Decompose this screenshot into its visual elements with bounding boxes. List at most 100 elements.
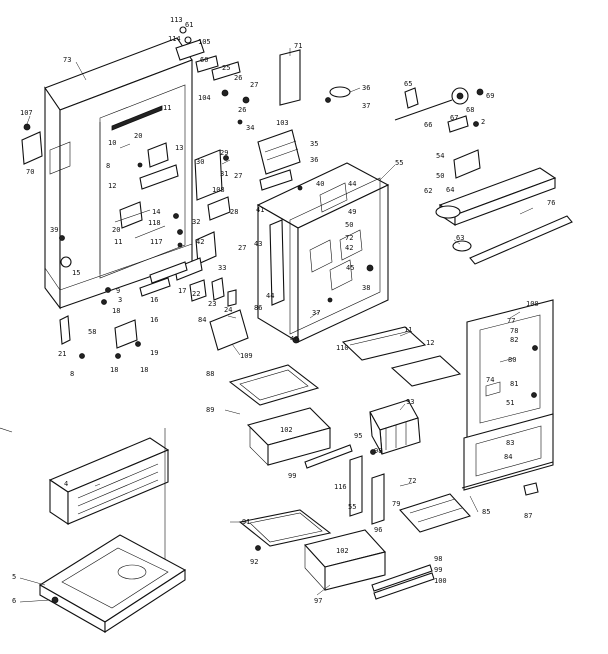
callout-label: 99 [288, 472, 296, 480]
callout-label: 20 [134, 132, 142, 140]
callout-label: 13 [175, 144, 183, 152]
callout-label: 25 [222, 64, 230, 72]
leader-lines [19, 48, 534, 603]
callout-label: 18 [140, 366, 148, 374]
callout-label: 84 [504, 453, 512, 461]
callout-label: 11 [404, 326, 412, 334]
callout-label: 77 [507, 317, 515, 325]
callout-label: 54 [436, 152, 444, 160]
callout-label: 14 [152, 208, 160, 216]
callout-label: 55 [348, 503, 356, 511]
ice-tray-assembly [435, 149, 573, 265]
callout-label: 40 [316, 180, 324, 188]
callout-label: 8 [106, 162, 110, 170]
callout-label: 64 [446, 186, 454, 194]
break-line-corner [0, 427, 13, 433]
callout-label: 21 [58, 350, 66, 358]
hinge-bracket-left [21, 123, 43, 165]
callout-label: 27 [234, 172, 242, 180]
callout-label: 102 [280, 426, 293, 434]
callout-label: 45 [346, 264, 354, 272]
callout-label: 107 [20, 109, 33, 117]
callout-label: 18 [112, 307, 120, 315]
callout-label: 60 [200, 56, 208, 64]
callout-label: 51 [506, 399, 514, 407]
top-hinge-assembly [175, 26, 250, 104]
callout-label: 41 [256, 206, 264, 214]
callout-label: 108 [212, 186, 225, 194]
callout-label: 36 [362, 84, 370, 92]
callout-label: 4 [64, 480, 68, 488]
callout-label: 63 [456, 234, 464, 242]
callout-label: 43 [254, 240, 262, 248]
tray-12 [390, 355, 462, 387]
callout-label: 36 [310, 156, 318, 164]
light-socket [325, 86, 351, 103]
callout-label: 116 [334, 483, 347, 491]
callout-label: 19 [150, 349, 158, 357]
callout-label: 93 [406, 398, 414, 406]
small-brackets [189, 277, 237, 307]
callout-label: 97 [314, 597, 322, 605]
drawer-slide-rails [371, 564, 435, 600]
callout-label: 103 [276, 119, 289, 127]
callout-label: 91 [242, 518, 250, 526]
callout-label: 92 [250, 558, 258, 566]
callout-label: 95 [354, 432, 362, 440]
callout-label: 8 [70, 370, 74, 378]
center-mullion [349, 449, 385, 525]
callout-label: 12 [426, 339, 434, 347]
callout-label: 65 [404, 80, 412, 88]
callout-label: 71 [294, 42, 302, 50]
callout-label: 72 [408, 477, 416, 485]
callout-label: 24 [224, 306, 232, 314]
callout-label: 28 [230, 208, 238, 216]
crisper-drawer-upper [228, 364, 332, 466]
freezer-liner [256, 162, 390, 344]
callout-label: 118 [148, 219, 161, 227]
callout-label: 26 [238, 106, 246, 114]
toe-grille [48, 437, 170, 526]
shelf-110 [341, 326, 427, 361]
callout-label: 31 [220, 170, 228, 178]
callout-label: 10 [108, 139, 116, 147]
callout-label: 81 [510, 380, 518, 388]
callout-label: 29 [220, 149, 228, 157]
callout-labels: 113 61 114 105 60 73 71 25 26 27 104 26 … [12, 16, 555, 605]
callout-label: 69 [486, 92, 494, 100]
callout-label: 66 [424, 121, 432, 129]
callout-label: 100 [526, 300, 539, 308]
callout-label: 20 [112, 226, 120, 234]
callout-label: 6 [12, 597, 16, 605]
lower-shelf-rails [101, 261, 188, 305]
callout-label: 70 [26, 168, 34, 176]
callout-label: 2 [481, 118, 485, 126]
callout-label: 89 [206, 406, 214, 414]
door-bin [369, 399, 421, 455]
callout-label: 16 [150, 296, 158, 304]
callout-label: 88 [206, 370, 214, 378]
callout-label: 26 [234, 74, 242, 82]
callout-label: 117 [150, 238, 163, 246]
callout-label: 32 [192, 218, 200, 226]
callout-label: 98 [374, 447, 382, 455]
callout-label: 46 [290, 335, 298, 343]
callout-label: 11 [114, 238, 122, 246]
callout-label: 78 [510, 327, 518, 335]
callout-label: 61 [185, 21, 193, 29]
callout-label: 34 [246, 124, 254, 132]
callout-label: 44 [348, 180, 356, 188]
callout-label: 50 [345, 221, 353, 229]
callout-label: 16 [150, 316, 158, 324]
callout-label: 11 [163, 104, 171, 112]
callout-label: 82 [510, 336, 518, 344]
evaporator-cover [257, 129, 301, 191]
callout-label: 67 [450, 114, 458, 122]
callout-label: 55 [395, 159, 403, 167]
callout-label: 12 [108, 182, 116, 190]
callout-label: 73 [63, 56, 71, 64]
damper-control-assembly [394, 87, 484, 133]
callout-label: 96 [374, 526, 382, 534]
callout-label: 15 [72, 269, 80, 277]
callout-label: 17 [178, 287, 186, 295]
